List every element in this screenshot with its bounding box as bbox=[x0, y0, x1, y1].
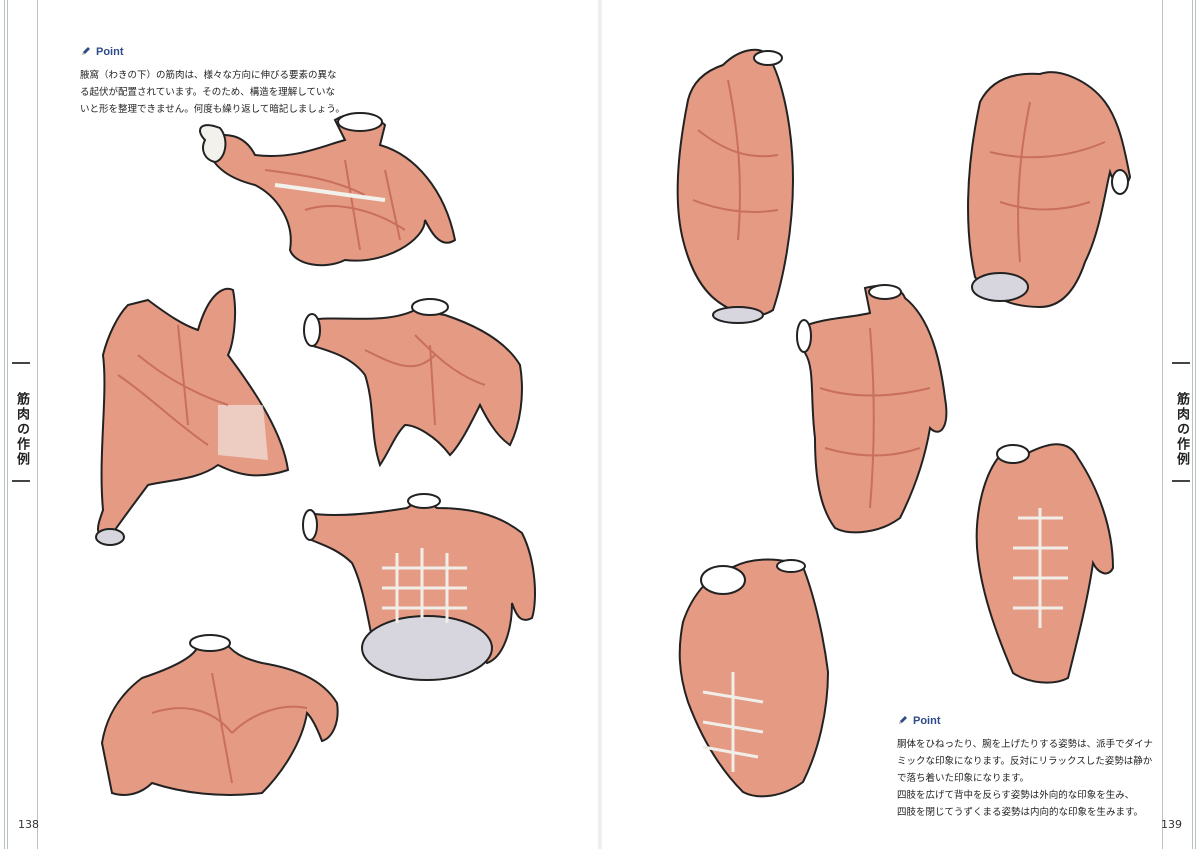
point-text: 腋窩（わきの下）の筋肉は、様々な方向に伸びる要素の異な る起伏が配置されています… bbox=[80, 67, 380, 118]
point-line: ミックな印象になります。反対にリラックスした姿勢は静か bbox=[897, 756, 1153, 767]
torso-illustration-back-arms-forward bbox=[796, 284, 948, 534]
point-box-right: Point 胴体をひねったり、腕を上げたりする姿勢は、派手でダイナ ミックな印象… bbox=[897, 711, 1177, 821]
torso-illustration-back-twist bbox=[676, 48, 795, 324]
left-edge-trim: 筋肉の作例 bbox=[0, 0, 40, 849]
point-line: いと形を整理できません。何度も繰り返して暗記しましょう。 bbox=[80, 104, 345, 115]
point-label: Point bbox=[913, 714, 941, 727]
pencil-icon bbox=[897, 711, 909, 730]
pencil-icon bbox=[80, 42, 92, 61]
side-title-divider bbox=[12, 362, 30, 364]
right-edge-trim: 筋肉の作例 bbox=[1160, 0, 1200, 849]
side-title-right: 筋肉の作例 bbox=[1174, 392, 1189, 467]
torso-illustration-front-crouch bbox=[678, 558, 830, 798]
torso-illustration-front-chest bbox=[100, 634, 339, 796]
point-line: 胴体をひねったり、腕を上げたりする姿勢は、派手でダイナ bbox=[897, 739, 1153, 750]
side-title-divider bbox=[1172, 362, 1190, 364]
torso-illustration-side-back bbox=[95, 287, 290, 546]
torso-illustration-front-twist bbox=[975, 443, 1115, 684]
side-title-left: 筋肉の作例 bbox=[14, 392, 29, 467]
point-box-left: Point 腋窩（わきの下）の筋肉は、様々な方向に伸びる要素の異な る起伏が配置… bbox=[80, 42, 380, 118]
point-line: で落ち着いた印象になります。 bbox=[897, 773, 1030, 784]
point-text: 胴体をひねったり、腕を上げたりする姿勢は、派手でダイナ ミックな印象になります。… bbox=[897, 736, 1177, 821]
page-number-right: 139 bbox=[1161, 818, 1182, 831]
point-line: 四肢を閉じてうずくまる姿勢は内向的な印象を生みます。 bbox=[897, 807, 1144, 818]
point-line: る起伏が配置されています。そのため、構造を理解していな bbox=[80, 87, 335, 98]
torso-illustration-front-arms-out bbox=[303, 298, 523, 467]
book-gutter bbox=[597, 0, 603, 849]
point-line: 四肢を広げて背中を反らす姿勢は外向的な印象を生み、 bbox=[897, 790, 1135, 801]
torso-illustration-back-arm-out bbox=[967, 71, 1132, 309]
point-label: Point bbox=[96, 45, 124, 58]
torso-illustration-front-abs bbox=[302, 493, 536, 681]
side-title-divider bbox=[1172, 480, 1190, 482]
torso-illustration-raised-arm bbox=[199, 112, 457, 267]
point-line: 腋窩（わきの下）の筋肉は、様々な方向に伸びる要素の異な bbox=[80, 70, 337, 81]
page-number-left: 138 bbox=[18, 818, 39, 831]
side-title-divider bbox=[12, 480, 30, 482]
